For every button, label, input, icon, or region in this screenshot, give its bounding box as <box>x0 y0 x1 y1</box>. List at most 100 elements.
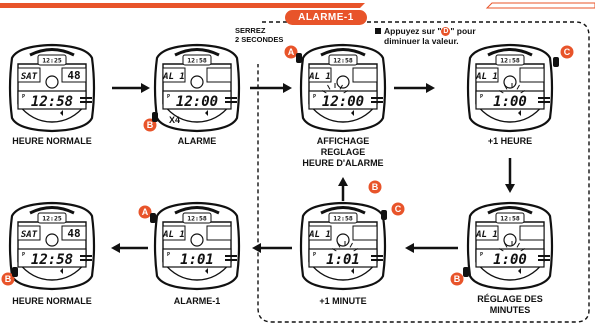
pressed-button-mark <box>150 213 156 223</box>
day-window <box>17 225 41 241</box>
caption-line: +1 HEURE <box>487 136 533 146</box>
pm-indicator: P <box>480 252 483 258</box>
pressed-button-mark <box>381 210 387 220</box>
caption-line: RÉGLAGE DES <box>477 294 543 304</box>
alarm-speaker-icon <box>351 268 354 274</box>
caption-line: MINUTES <box>489 305 531 315</box>
tick-bar <box>371 97 383 99</box>
date-window <box>352 67 378 83</box>
day-text: AL 1 <box>162 72 185 82</box>
main-display <box>162 248 232 268</box>
caption-plus-1-heure: +1 HEURE <box>450 136 570 147</box>
small-display <box>495 212 525 224</box>
small-display <box>495 54 525 66</box>
main-time: 1:00 <box>493 94 527 110</box>
arrow-right-2 <box>250 83 292 93</box>
tick-bar <box>225 259 237 261</box>
watch-top-arc <box>320 48 366 57</box>
pressed-button-mark <box>296 53 302 63</box>
button-d-icon: D <box>441 27 451 37</box>
tick-bar <box>371 259 383 261</box>
main-time: 12:00 <box>322 94 364 110</box>
alarm-speaker-icon <box>518 110 521 116</box>
tick-bar <box>225 101 237 103</box>
caption-line: ALARME <box>177 136 217 146</box>
date-text: 48 <box>67 227 80 240</box>
svg-text:B: B <box>147 120 154 130</box>
date-window <box>206 67 232 83</box>
blink-marks <box>321 83 349 94</box>
caption-line: ALARME-1 <box>173 296 221 306</box>
press-count-label: X4 <box>169 115 181 125</box>
main-display <box>475 248 545 268</box>
pm-indicator: P <box>22 252 25 258</box>
day-window <box>475 67 499 83</box>
caption-line: +1 MINUTE <box>319 296 367 306</box>
alarm-speaker-icon <box>205 268 208 274</box>
pressed-button-mark <box>553 57 559 67</box>
small-display-time: 12:58 <box>333 215 353 223</box>
watch-top-arc <box>174 48 220 57</box>
day-window <box>308 225 332 241</box>
center-ring <box>336 75 350 89</box>
small-display-time: 12:58 <box>500 215 520 223</box>
caption-line: AFFICHAGE <box>316 136 370 146</box>
tick-bar <box>538 255 550 257</box>
main-display <box>308 90 378 110</box>
pm-indicator: P <box>167 252 170 258</box>
arrow-left-3 <box>111 243 148 253</box>
center-ring <box>45 233 59 247</box>
date-window <box>206 225 232 241</box>
arrow-left-1 <box>405 243 458 253</box>
note-prefix: Appuyez sur " <box>384 26 442 36</box>
watch-top-arc <box>29 206 75 215</box>
date-window <box>352 225 378 241</box>
caption-alarme-1: ALARME-1 <box>137 296 257 307</box>
blink-marks <box>498 83 526 94</box>
alarm-speaker-icon <box>518 268 521 274</box>
small-display <box>37 54 67 66</box>
tick-bar <box>80 255 92 257</box>
button-a-badge: A <box>284 45 298 59</box>
note-line2: diminuer la valeur. <box>384 36 459 47</box>
date-window <box>519 67 545 83</box>
small-display-time: 12:25 <box>42 57 62 65</box>
caption-alarme: ALARME <box>137 136 257 147</box>
small-display <box>328 54 358 66</box>
center-ring <box>503 233 517 247</box>
caption-heure-normale-2: HEURE NORMALE <box>0 296 112 307</box>
alarm-speaker-icon <box>205 110 208 116</box>
bullet-square-icon <box>375 28 381 34</box>
caption-heure-normale-1: HEURE NORMALE <box>0 136 112 147</box>
tick-bar <box>225 255 237 257</box>
small-display <box>182 212 212 224</box>
watch-top-arc <box>29 48 75 57</box>
pm-indicator: P <box>313 94 316 100</box>
tick-bar <box>80 97 92 99</box>
tick-bar <box>538 259 550 261</box>
alarm-speaker-icon <box>351 110 354 116</box>
alarm-mode-title: ALARME-1 <box>285 10 367 25</box>
tick-bar <box>80 101 92 103</box>
day-window <box>475 225 499 241</box>
alarm-mode-dashed-region <box>257 21 590 323</box>
svg-text:B: B <box>372 182 379 192</box>
main-time: 12:58 <box>31 252 73 268</box>
pressed-button-mark <box>463 267 469 277</box>
day-window <box>162 225 186 241</box>
day-text: SAT <box>21 230 38 240</box>
blink-marks <box>331 241 359 252</box>
watch-top-arc <box>487 48 533 57</box>
svg-text:B: B <box>454 274 461 284</box>
small-display <box>37 212 67 224</box>
svg-text:B: B <box>5 274 12 284</box>
